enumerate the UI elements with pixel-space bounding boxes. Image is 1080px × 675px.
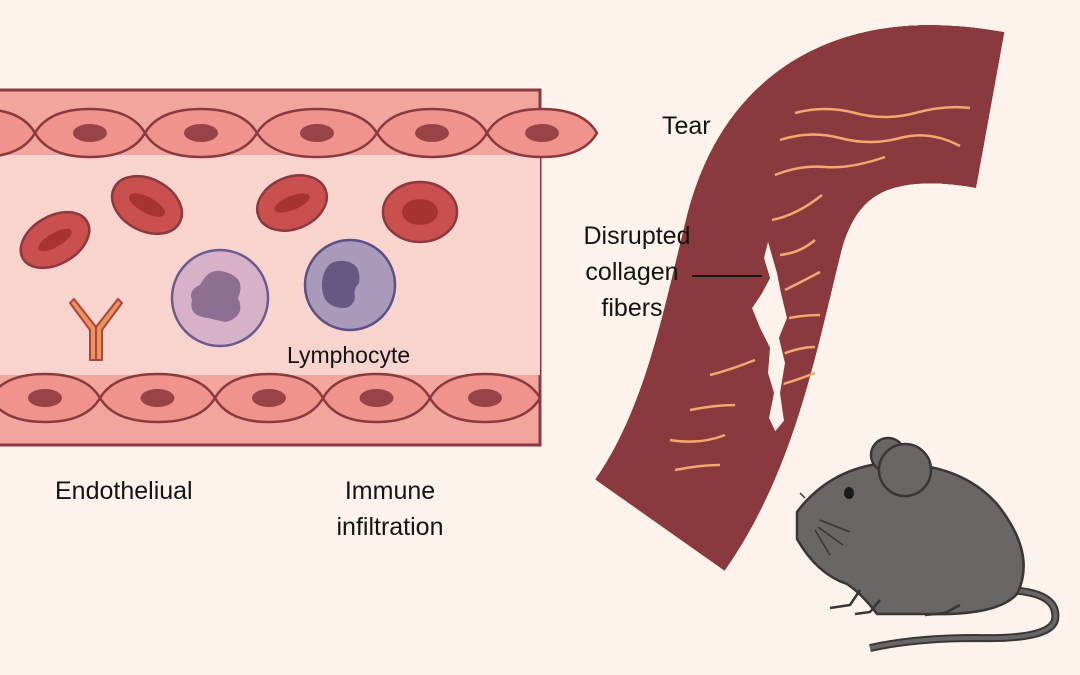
- label-disrupted-line3: fibers: [601, 294, 663, 322]
- cell-nucleus: [415, 124, 449, 142]
- artery-with-tear: [660, 104, 990, 525]
- antibody-icon: [69, 298, 123, 361]
- cell-nucleus: [252, 389, 286, 407]
- cell-nucleus: [184, 124, 218, 142]
- cell-nucleus: [525, 124, 559, 142]
- red-blood-cell: [19, 210, 91, 270]
- cell-nucleus: [140, 389, 175, 407]
- mouse-icon: [795, 436, 1060, 652]
- cell-nucleus: [28, 389, 62, 407]
- label-endothelial: Endotheliual: [55, 477, 193, 505]
- red-blood-cell: [110, 174, 184, 236]
- endothelial-cells-bottom: [0, 372, 542, 424]
- cell-nucleus: [300, 124, 334, 142]
- collagen-fibers: [669, 105, 971, 472]
- label-disrupted-line1: Disrupted: [583, 222, 691, 250]
- red-blood-cell: [255, 174, 329, 232]
- label-disrupted-line2: collagen: [585, 258, 679, 286]
- endothelial-cells-top: [0, 107, 599, 159]
- cell-nucleus: [73, 124, 107, 142]
- label-immune-line1: Immune: [344, 477, 436, 505]
- cell-nucleus: [468, 389, 502, 407]
- label-tear: Tear: [662, 112, 711, 140]
- blood-vessel: [0, 88, 599, 447]
- red-blood-cells: [19, 174, 459, 270]
- immune-cell-neutrophil: [170, 248, 270, 348]
- cell-nucleus: [359, 389, 394, 407]
- immune-cell-lymphocyte: [303, 238, 397, 332]
- label-lymphocyte: Lymphocyte: [287, 342, 411, 368]
- red-blood-cell: [381, 180, 459, 244]
- tear-gap: [749, 234, 790, 435]
- label-immune-line2: infiltration: [336, 513, 444, 541]
